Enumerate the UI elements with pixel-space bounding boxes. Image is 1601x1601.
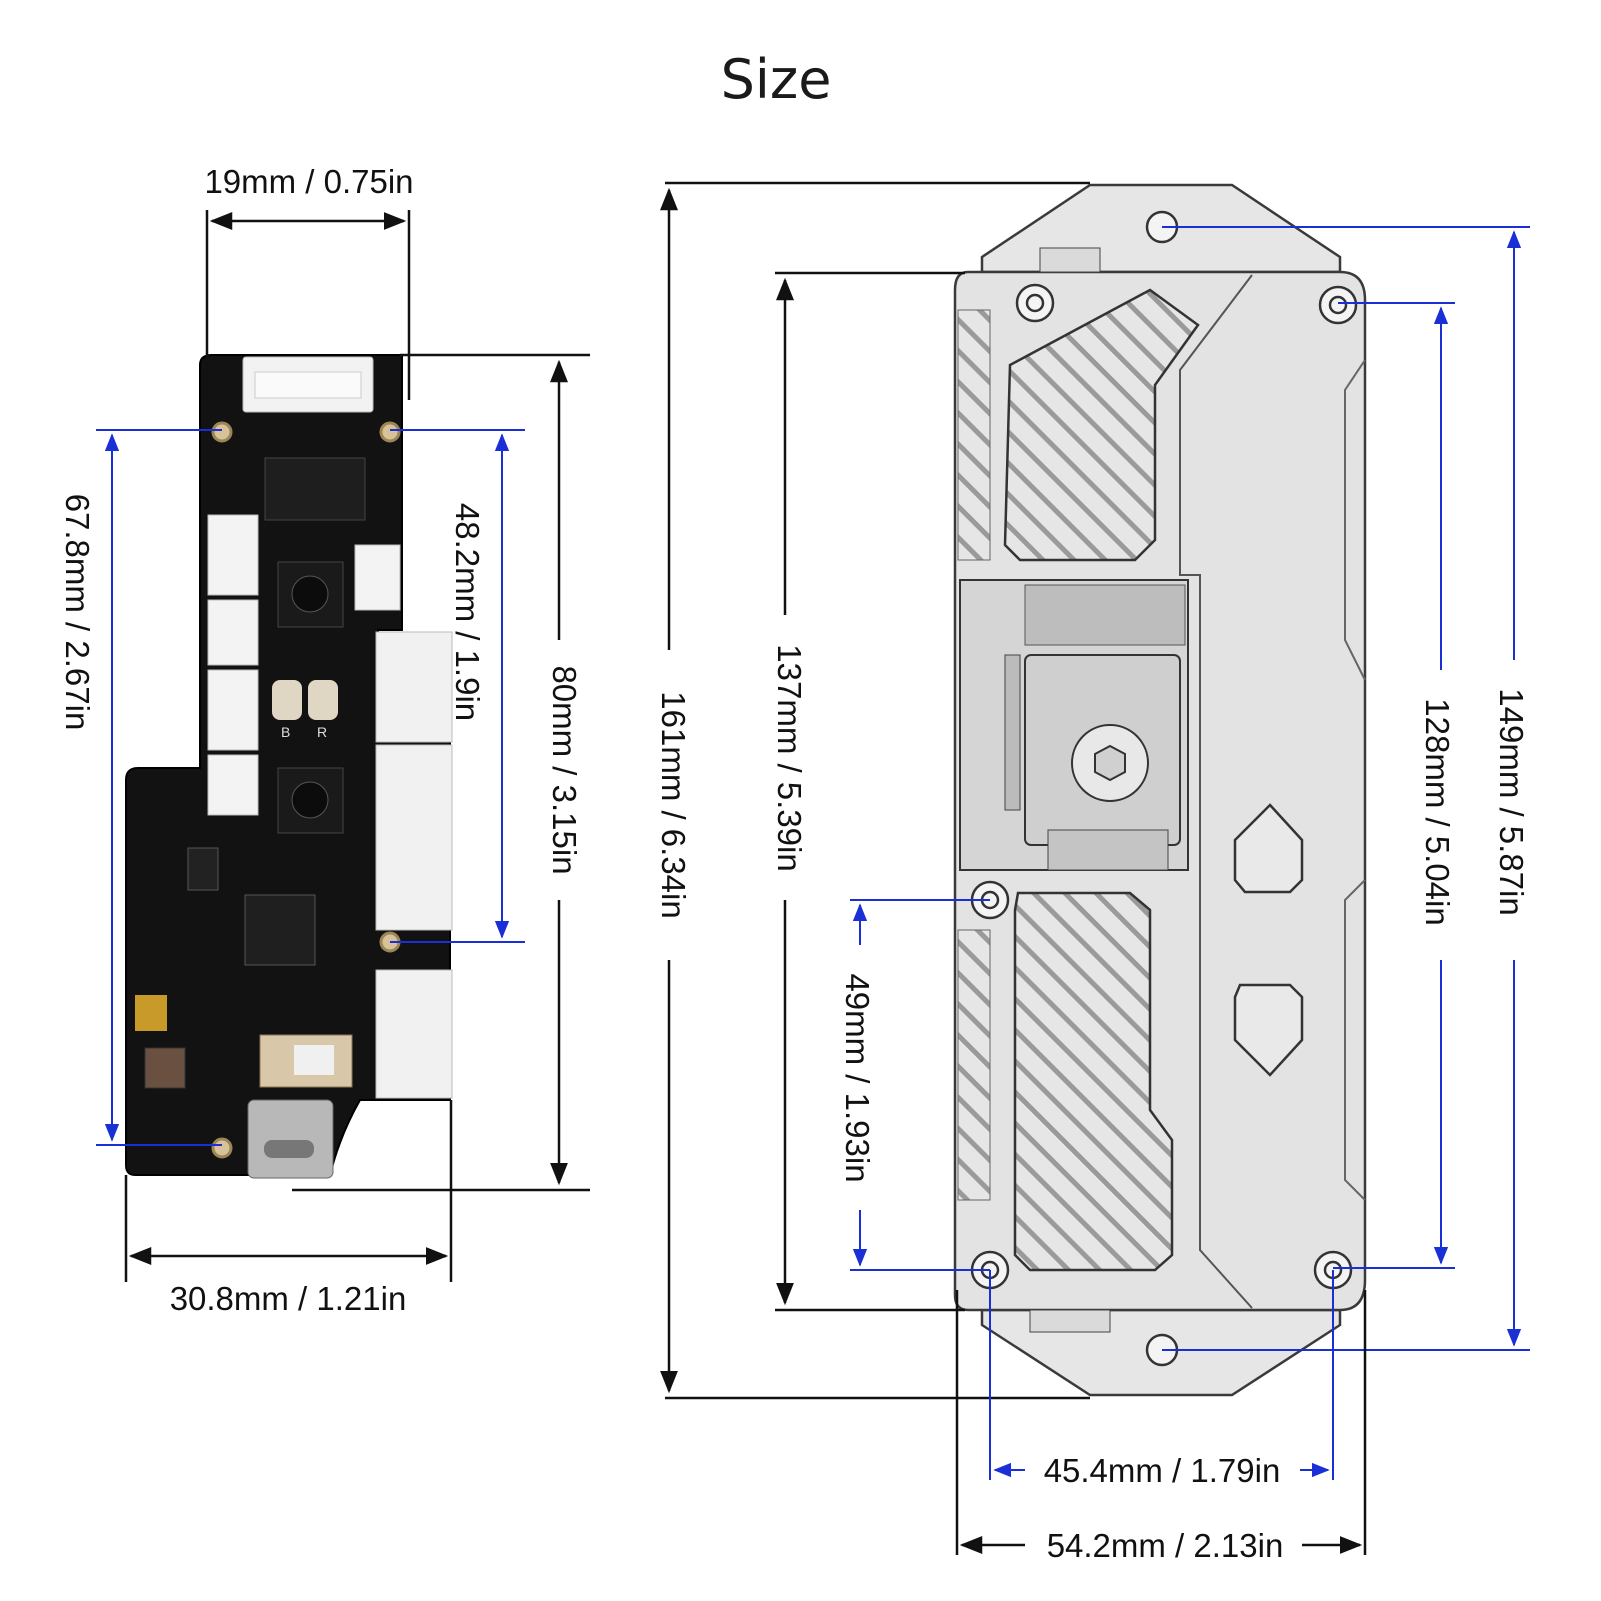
dim-hole-width: 45.4mm / 1.79in — [1044, 1452, 1281, 1489]
left-connectors — [207, 514, 259, 816]
dim-body-height: 137mm / 5.39in — [771, 644, 808, 871]
small-connector — [354, 544, 401, 611]
shoulder-button-upper — [1233, 803, 1304, 894]
dim-lower-hole-span: 49mm / 1.93in — [839, 973, 876, 1182]
pcb-dimensions: 19mm / 0.75in 67.8mm / 2.67in 48.2mm / 1… — [59, 163, 590, 1317]
silk-b: B — [281, 724, 290, 740]
dim-overall-height: 161mm / 6.34in — [655, 691, 692, 918]
dim-inner-hole-span: 128mm / 5.04in — [1419, 698, 1456, 925]
upper-grip-pad — [1003, 288, 1200, 562]
usb-c-port — [247, 1099, 334, 1179]
silk-r: R — [317, 724, 327, 740]
driver-ic — [264, 457, 366, 521]
dim-hole-span-long: 67.8mm / 2.67in — [59, 494, 96, 731]
dim-bottom-width: 30.8mm / 1.21in — [170, 1280, 407, 1317]
tactile-buttons — [277, 561, 344, 834]
right-connectors — [375, 631, 453, 1099]
case-dimensions: 161mm / 6.34in 137mm / 5.39in 49mm / 1.9… — [655, 181, 1530, 1564]
page-title: Size — [721, 48, 832, 111]
lower-grip-pad — [1013, 891, 1174, 1272]
shoulder-button-lower — [1233, 983, 1304, 1077]
controller-case — [953, 183, 1367, 1397]
dim-outer-hole-span: 149mm / 5.87in — [1493, 688, 1530, 915]
mcu-chip — [244, 894, 316, 966]
dim-total-height: 80mm / 3.15in — [546, 665, 583, 874]
br-button-pads: B R — [272, 680, 338, 740]
pcb-board: B R — [125, 354, 453, 1179]
dim-hole-span-short: 48.2mm / 1.9in — [449, 503, 486, 721]
dim-top-width: 19mm / 0.75in — [204, 163, 413, 200]
dim-total-width: 54.2mm / 2.13in — [1047, 1527, 1284, 1564]
